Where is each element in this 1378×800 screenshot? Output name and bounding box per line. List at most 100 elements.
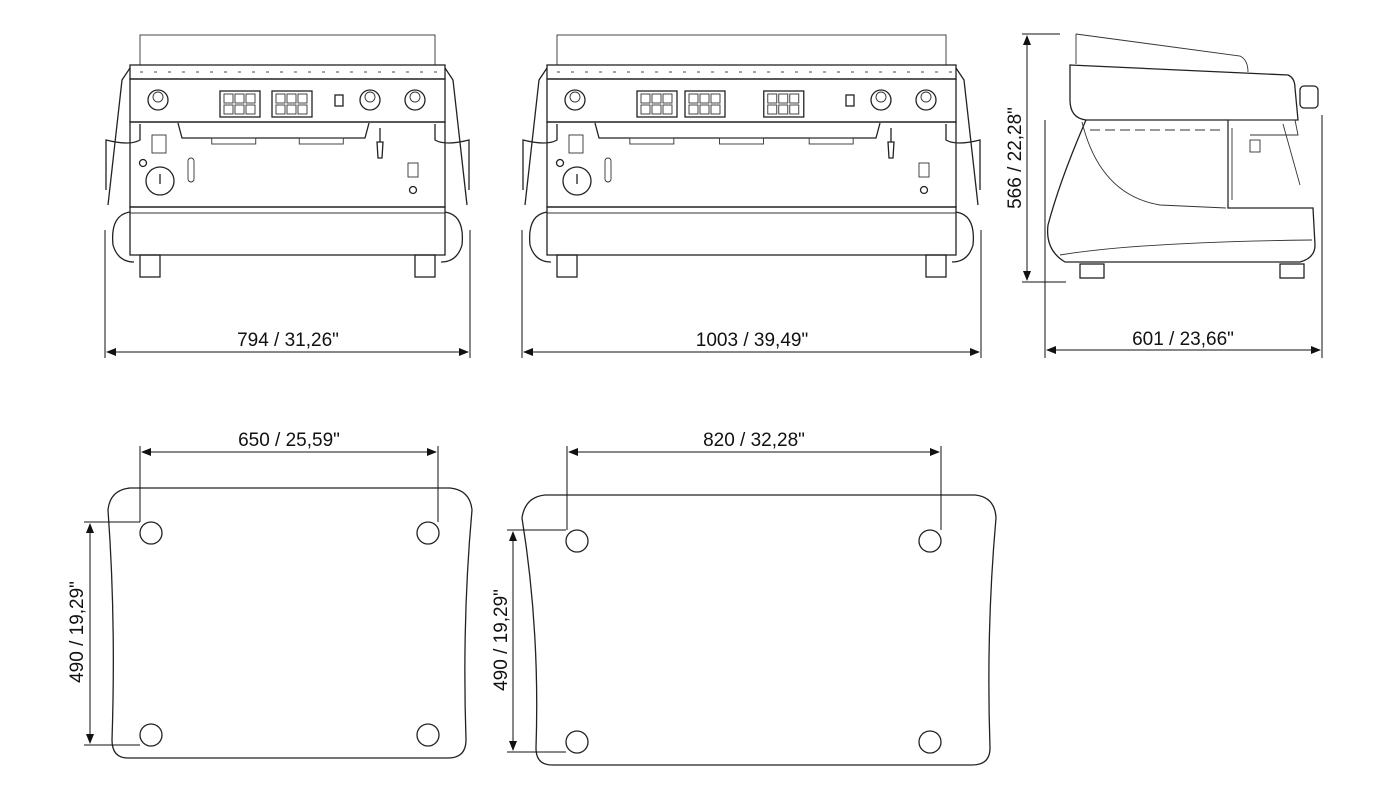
socket-icon: [407, 162, 419, 178]
keypad: [684, 90, 726, 118]
keypad: [219, 90, 261, 118]
selector-icon: [568, 134, 584, 154]
width-label-3-group: 1003 / 39,49": [696, 330, 808, 351]
valve-knob-cap: [152, 91, 164, 103]
footprint-2-group: 650 / 25,59" 490 / 19,29": [67, 430, 473, 759]
valve-knob-icon: [564, 89, 586, 111]
valve-knob-cap: [875, 91, 887, 103]
main-switch-icon: [334, 94, 344, 107]
level-window: [604, 157, 612, 183]
valve-knob-icon: [147, 89, 169, 111]
keypad-button: [789, 93, 800, 104]
keypad-button: [789, 104, 800, 115]
valve-knob-cap: [364, 91, 376, 103]
feet-depth-label-3-group: 490 / 19,29": [491, 589, 512, 691]
footprint-3-group: 820 / 32,28" 490 / 19,29": [491, 430, 997, 766]
keypad-button: [710, 93, 721, 104]
hot-water-tap-icon: [887, 128, 895, 159]
valve-knob-icon: [359, 89, 381, 111]
valve-knob-icon: [404, 89, 426, 111]
indicator-light: [408, 185, 418, 195]
keypad-button: [234, 104, 245, 115]
cup-warmer-rail: [556, 34, 947, 66]
cup-warmer-rail: [139, 34, 436, 66]
foot: [414, 254, 436, 278]
keypad-button: [699, 93, 710, 104]
top-trim: [129, 64, 446, 80]
keypad-button: [223, 104, 234, 115]
feet-spacing-label-2-group: 650 / 25,59": [238, 430, 340, 451]
keypad-button: [651, 104, 662, 115]
portafilter-icon: [719, 137, 764, 145]
keypad-button: [245, 104, 256, 115]
keypad-button: [275, 104, 286, 115]
side-panels: [524, 67, 979, 206]
valve-knob-cap: [569, 91, 581, 103]
indicator-light: [555, 158, 565, 168]
keypad-button: [688, 104, 699, 115]
drip-tray: [546, 206, 957, 256]
width-dimension-3-group: 1003 / 39,49": [521, 230, 982, 358]
keypad-button: [297, 104, 308, 115]
portafilter-icon: [629, 137, 675, 145]
keypad-button: [223, 93, 234, 104]
portafilter-icon: [298, 137, 344, 145]
valve-knob-icon: [870, 89, 892, 111]
upper-panel: [129, 78, 446, 123]
feet-depth-label-2-group: 490 / 19,29": [67, 581, 88, 683]
keypad-button: [275, 93, 286, 104]
steam-wand-right: [945, 124, 981, 190]
pressure-gauge-icon: [145, 166, 175, 196]
keypad-button: [767, 93, 778, 104]
selector-icon: [151, 134, 167, 154]
foot: [925, 254, 947, 278]
indicator-light: [919, 185, 929, 195]
keypad-button: [297, 93, 308, 104]
keypad-button: [234, 93, 245, 104]
feet-spacing-label-3-group: 820 / 32,28": [703, 430, 805, 451]
keypad-button: [640, 93, 651, 104]
front-view-2-group: [105, 34, 470, 278]
steam-wand-left: [105, 124, 141, 190]
hot-water-tap-icon: [376, 128, 384, 159]
foot: [139, 254, 161, 278]
side-panels: [107, 67, 468, 206]
keypad-button: [651, 93, 662, 104]
level-window: [187, 157, 195, 183]
front-view-3-group: [522, 34, 981, 278]
keypad: [271, 90, 313, 118]
group-area: [129, 121, 446, 208]
drip-tray-ends: [111, 211, 464, 263]
steam-wand-left: [522, 124, 558, 190]
group-head-bar: [177, 122, 370, 139]
drip-tray: [129, 206, 446, 256]
keypad-button: [662, 93, 673, 104]
upper-panel: [546, 78, 957, 123]
keypad: [636, 90, 678, 118]
keypad-button: [640, 104, 651, 115]
indicator-light: [138, 158, 148, 168]
portafilter-icon: [211, 137, 257, 145]
depth-label: 601 / 23,66": [1132, 329, 1234, 350]
keypad-button: [767, 104, 778, 115]
drip-tray-ends: [528, 211, 975, 263]
valve-knob-cap: [409, 91, 421, 103]
keypad-button: [710, 104, 721, 115]
socket-icon: [918, 162, 930, 178]
portafilter-icon: [808, 137, 854, 145]
keypad-button: [778, 93, 789, 104]
width-dimension-2-group: 794 / 31,26": [104, 230, 471, 358]
group-area: [546, 121, 957, 208]
valve-knob-icon: [915, 89, 937, 111]
steam-wand-right: [434, 124, 470, 190]
keypad: [763, 90, 805, 118]
keypad-button: [286, 104, 297, 115]
side-view: 601 / 23,66" 566 / 22,28": [1005, 33, 1323, 358]
group-head-bar: [594, 122, 881, 139]
pressure-gauge-icon: [562, 166, 592, 196]
height-label: 566 / 22,28": [1005, 107, 1026, 209]
keypad-button: [286, 93, 297, 104]
foot: [556, 254, 578, 278]
keypad-button: [662, 104, 673, 115]
